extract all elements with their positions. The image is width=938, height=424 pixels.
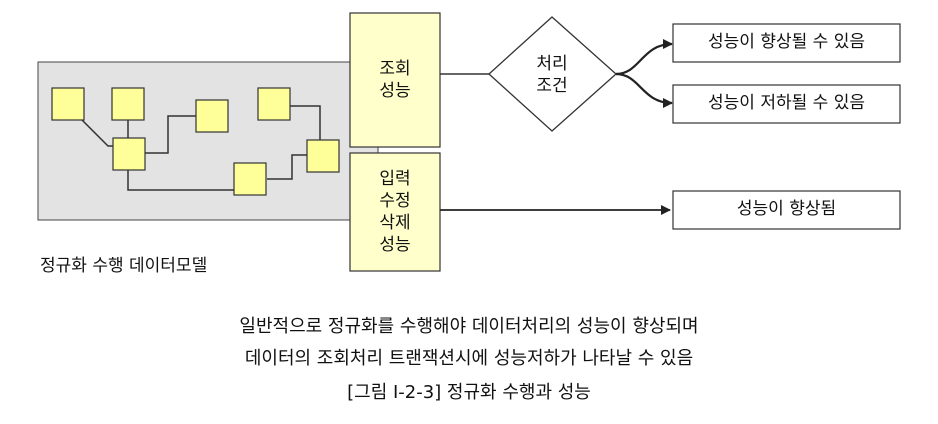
edit-line-2: 수정 — [379, 191, 411, 211]
entity-box — [233, 162, 267, 196]
entity-box — [112, 137, 146, 171]
edit-line-3: 삭제 — [379, 213, 411, 233]
summary-line-1: 일반적으로 정규화를 수행해야 데이터처리의 성능이 향상되며 — [239, 316, 699, 337]
connector — [290, 105, 321, 140]
edit-performance-label: 입력 수정 삭제 성능 — [350, 168, 440, 256]
query-performance-box — [349, 12, 441, 148]
edit-line-1: 입력 — [379, 169, 411, 189]
outcome-box-improved — [672, 190, 901, 230]
branch-arrow-up — [615, 39, 673, 76]
entity-box — [257, 87, 291, 121]
connector — [267, 154, 307, 180]
branch-arrow-down — [615, 72, 673, 108]
outcome-box-degrade — [672, 84, 901, 124]
decision-line-2: 조건 — [536, 76, 568, 96]
edit-line-4: 성능 — [379, 235, 411, 255]
entity-box — [111, 87, 145, 121]
data-model-label: 정규화 수행 데이터모델 — [40, 256, 208, 276]
query-line-1: 조회 — [379, 59, 411, 79]
query-line-2: 성능 — [379, 81, 411, 101]
outcome-degrade-label: 성능이 저하될 수 있음 — [708, 93, 865, 113]
entities — [51, 87, 340, 196]
outcome-improve-label: 성능이 향상될 수 있음 — [708, 32, 865, 52]
entity-box — [51, 87, 85, 121]
entity-box — [195, 99, 229, 133]
normalization-performance-diagram — [37, 12, 901, 272]
connector — [145, 115, 198, 154]
entity-box — [306, 139, 340, 173]
outcome-improved-label: 성능이 향상됨 — [736, 199, 837, 219]
edit-performance-box — [349, 152, 441, 272]
query-performance-label: 조회 성능 — [350, 58, 440, 102]
decision-label: 처리 조건 — [512, 53, 592, 97]
outcome-box-improve — [672, 23, 901, 63]
decision-line-1: 처리 — [536, 54, 568, 74]
decision-diamond — [488, 16, 617, 132]
figure-caption: [그림 Ⅰ-2-3] 정규화 수행과 성능 — [347, 382, 591, 403]
connector — [127, 170, 234, 191]
summary-line-2: 데이터의 조회처리 트랜잭션시에 성능저하가 나타날 수 있음 — [244, 348, 694, 369]
